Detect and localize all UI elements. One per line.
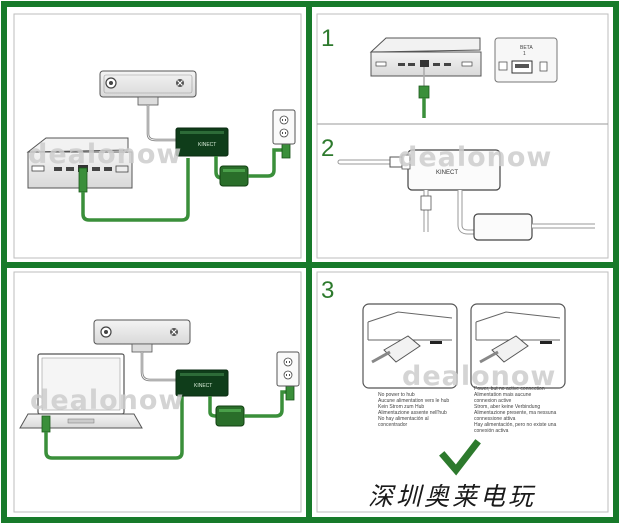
watermark: dealonow <box>30 385 184 416</box>
note-left-line: concentrador <box>378 422 408 428</box>
hub-label: KINECT <box>194 383 212 389</box>
kinect-stand <box>137 96 159 106</box>
note-right-line: Hay alimentación, pero no existe una <box>474 422 556 428</box>
watermark: dealonow <box>402 361 556 392</box>
step-number-1: 1 <box>321 25 334 52</box>
usb-label-line2: 1 <box>523 51 526 57</box>
panel-c-border <box>13 271 302 513</box>
note-right-line: conexión activa <box>474 428 509 434</box>
step-number-2: 2 <box>321 135 334 162</box>
note-left-line: No hay alimentación al <box>378 416 429 422</box>
note-left-line: Kein Strom zum Hub <box>378 404 424 410</box>
panel-b-border <box>316 13 609 259</box>
power-brick-outline <box>473 213 533 241</box>
usb-plug <box>78 167 88 193</box>
panel-step-three: 3 No power to hub Aucune alimentation ve… <box>321 277 566 511</box>
wall-outlet-icon <box>276 351 300 387</box>
note-right-line: Power, but no active connection <box>474 386 545 392</box>
checkmark-icon <box>439 439 481 476</box>
seller-signature: 深圳奥莱电玩 <box>368 482 536 511</box>
usb-port-icon <box>420 60 429 67</box>
note-right-line: Alimentazione presente, ma nessuna <box>474 410 556 416</box>
usb-label-line1: BETA <box>520 45 533 51</box>
adapter-hub: KINECT <box>175 369 229 397</box>
led-indicator-icon <box>430 341 442 344</box>
hub-label: KINECT <box>436 170 458 176</box>
note-left-line: No power to hub <box>378 392 415 398</box>
step-number-3: 3 <box>321 277 334 304</box>
watermark: dealonow <box>398 142 552 173</box>
console-closeup <box>369 37 482 77</box>
note-left: No power to hub Aucune alimentation vers… <box>378 392 449 428</box>
power-brick <box>215 405 245 427</box>
laptop <box>19 353 143 429</box>
note-right-line: connessione attiva <box>474 416 516 422</box>
usb-plug <box>41 415 51 433</box>
wall-outlet-icon <box>272 109 296 145</box>
hub-label: KINECT <box>198 142 216 148</box>
panel-d-border <box>316 271 609 513</box>
adapter-hub: KINECT <box>175 127 229 157</box>
usb-cable <box>81 158 190 222</box>
kinect-sensor <box>99 70 197 106</box>
kinect-sensor <box>93 319 191 353</box>
horizontal-divider <box>7 262 613 268</box>
wall-cable <box>244 390 290 418</box>
note-left-line: Alimentazione assente nell'hub <box>378 410 447 416</box>
note-right: Power, but no active connection Alimenta… <box>474 386 556 434</box>
power-brick <box>219 165 249 187</box>
panel-xbox-one-setup: KINECT deal <box>26 70 296 222</box>
led-closeup-right <box>470 303 566 389</box>
panel-a-border <box>13 13 302 259</box>
note-right-line: Strom, aber keine Verbindung <box>474 404 540 410</box>
note-right-line: connexion active <box>474 398 511 404</box>
note-right-line: Alimentation mais aucune <box>474 392 531 398</box>
note-left-line: Aucune alimentation vers le hub <box>378 398 449 404</box>
panel-windows-pc-setup: KINECT dealonow <box>19 319 300 460</box>
usb-plug <box>418 85 430 99</box>
led-indicator-icon <box>540 341 552 344</box>
wall-cable <box>248 148 286 178</box>
watermark: dealonow <box>28 139 182 170</box>
adapter-hub-outline: KINECT <box>401 149 501 191</box>
usb-port-zoom: BETA 1 <box>494 37 558 83</box>
led-closeup-left <box>362 303 458 389</box>
usb-cable <box>44 392 184 460</box>
panel-step-one-two: 1 BETA 1 2 <box>317 25 608 241</box>
